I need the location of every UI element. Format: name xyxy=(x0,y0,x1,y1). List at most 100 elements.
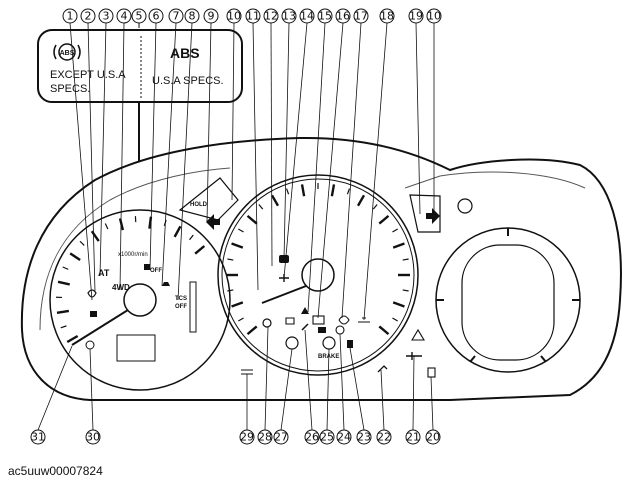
callout-number: 17 xyxy=(354,10,368,23)
gauge-tick xyxy=(402,289,409,292)
callout-leader-line xyxy=(149,22,157,271)
callout-5-circle xyxy=(131,8,147,24)
gauge-tick xyxy=(90,230,100,242)
dsc-off-indicator: OFF xyxy=(150,268,162,274)
callout-circle xyxy=(116,8,132,24)
callout-leader-line xyxy=(307,22,326,313)
tach-hub xyxy=(123,283,157,317)
callout-leader-line xyxy=(177,22,193,301)
four-wd-indicator: 4WD xyxy=(112,283,130,292)
callout-circle xyxy=(335,8,351,24)
gauge-tick xyxy=(392,228,398,233)
callout-circle xyxy=(273,429,289,445)
tach-lcd xyxy=(116,334,156,362)
oil-icon xyxy=(285,317,295,325)
callout-number: 10 xyxy=(427,10,441,23)
gauge-tick xyxy=(372,204,378,210)
bottom-callout-leaders xyxy=(37,326,434,431)
callout-number: 30 xyxy=(86,431,100,444)
gauge-tick xyxy=(238,228,244,233)
callout-circle xyxy=(239,429,255,445)
callout-number: 25 xyxy=(320,431,334,444)
gauge-tick xyxy=(60,325,67,329)
callout-circle xyxy=(80,8,96,24)
gauge-tick xyxy=(238,317,244,322)
tcs-indicator: TCS xyxy=(175,296,187,302)
tcs-skid-icon xyxy=(162,282,170,286)
tachometer: x1000r/min AT 4WD OFF TCS OFF xyxy=(49,209,231,391)
gauge-tick xyxy=(300,184,306,197)
callout-leader-line xyxy=(69,22,93,301)
callout-number: 24 xyxy=(337,431,351,444)
callout-leader-line xyxy=(119,22,125,291)
abs-warning-icon: ABS xyxy=(53,43,81,61)
gauge-tick xyxy=(346,188,351,195)
callout-circle xyxy=(304,429,320,445)
callout-number: 8 xyxy=(189,10,196,23)
legend-usa-specs: U.S.A SPECS. xyxy=(152,75,224,87)
callout-leader-line xyxy=(280,348,293,431)
callout-circle xyxy=(336,429,352,445)
callout-number: 18 xyxy=(380,10,394,23)
callout-number: 11 xyxy=(246,10,260,23)
callout-circle xyxy=(257,429,273,445)
callout-number: 26 xyxy=(305,431,319,444)
callout-leader-line xyxy=(270,22,273,267)
callout-number: 31 xyxy=(31,431,45,444)
callout-leader-line xyxy=(317,22,344,319)
callout-circle xyxy=(353,8,369,24)
gauge-tick xyxy=(69,252,81,261)
gauge-tick xyxy=(104,223,109,230)
callout-circle xyxy=(379,8,395,24)
callout-leader-line xyxy=(99,22,107,277)
hold-label: HOLD xyxy=(190,202,208,208)
callout-leader-line xyxy=(304,329,313,431)
legend-except-usa-line1: EXCEPT U.S.A xyxy=(50,69,126,81)
callout-leader-line xyxy=(89,348,94,431)
callout-circle xyxy=(263,8,279,24)
callout-leader-line xyxy=(231,22,235,201)
callout-circle xyxy=(85,429,101,445)
legend-except-usa-line2: SPECS. xyxy=(50,83,90,95)
speedo-hub xyxy=(301,258,335,292)
callout-number: 4 xyxy=(121,10,128,23)
callout-leader-line xyxy=(283,22,290,261)
callout-leader-line xyxy=(283,22,308,279)
gauge-tick xyxy=(189,234,194,241)
gauge-tick xyxy=(66,334,79,344)
at-indicator: AT xyxy=(98,268,110,278)
callout-circle xyxy=(30,429,46,445)
callout-circle xyxy=(245,8,261,24)
callout-number: 9 xyxy=(208,10,215,23)
callout-leader-line xyxy=(415,22,421,215)
callout-circle xyxy=(376,429,392,445)
callout-circle xyxy=(184,8,200,24)
callout-circle xyxy=(168,8,184,24)
gauge-tick xyxy=(227,289,234,292)
callout-circle xyxy=(148,8,164,24)
callout-number: 21 xyxy=(406,431,420,444)
callout-circle xyxy=(203,8,219,24)
callout-number: 15 xyxy=(318,10,332,23)
callout-circle xyxy=(356,429,372,445)
callout-circle xyxy=(62,8,78,24)
callout-leader-line xyxy=(412,355,415,431)
callout-leader-line xyxy=(87,22,96,293)
low-fuel-icon xyxy=(427,367,436,378)
abs-text-symbol: ABS xyxy=(170,45,200,61)
reference-code: ac5uuw00007824 xyxy=(8,464,103,478)
callout-number: 19 xyxy=(409,10,423,23)
parking-brake-icon xyxy=(285,336,299,350)
gauge-tick xyxy=(194,245,206,255)
callout-leader-line xyxy=(341,22,362,319)
callout-circle xyxy=(408,8,424,24)
coolant-icon xyxy=(335,325,345,335)
callout-circle xyxy=(226,8,242,24)
callout-leader-line xyxy=(206,22,212,223)
callout-leader-line xyxy=(339,333,345,431)
gauge-tick xyxy=(270,194,280,207)
callout-number: 2 xyxy=(85,10,92,23)
